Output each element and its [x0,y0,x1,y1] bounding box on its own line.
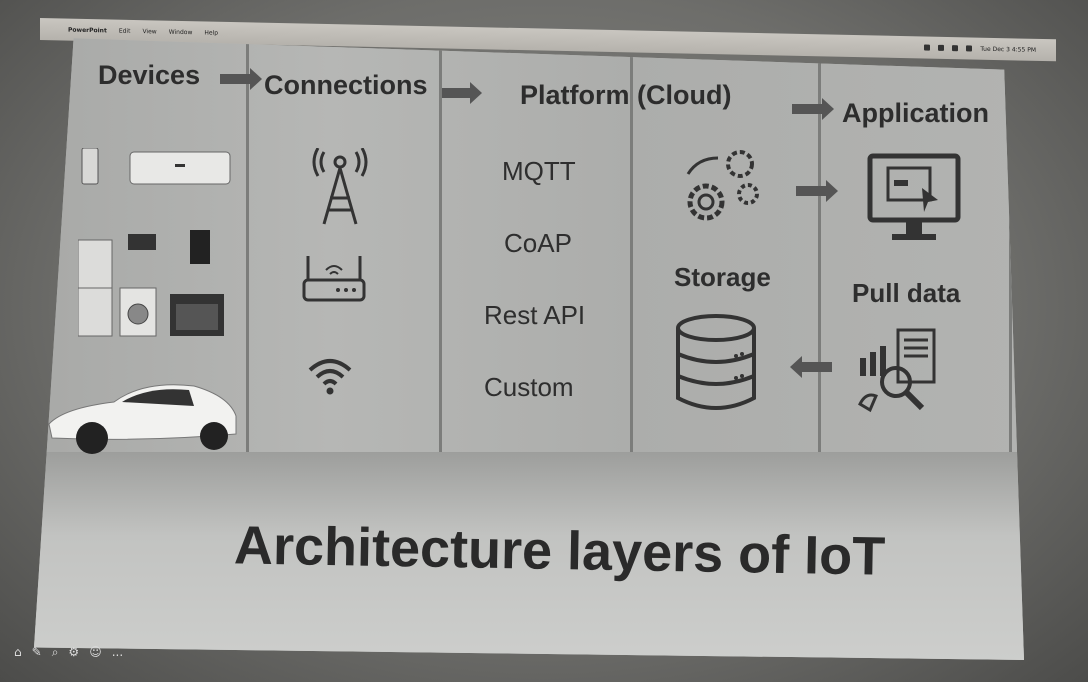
divider [1009,38,1012,452]
header-application: Application [842,98,989,128]
background-floor [34,452,1024,660]
home-icon[interactable]: ⌂ [14,645,22,659]
header-connections: Connections [264,70,428,100]
database-icon [676,314,756,410]
data-analysis-icon [858,328,936,413]
menu-help[interactable]: Help [204,28,219,37]
search-icon[interactable]: ⌕ [51,645,59,659]
protocol-mqtt: MQTT [502,156,576,186]
storage-label: Storage [674,262,771,292]
divider [818,38,821,452]
battery-icon[interactable] [966,45,973,52]
protocol-custom: Custom [484,372,574,402]
clock[interactable]: Tue Dec 3 4:55 PM [980,45,1036,54]
car-icon [48,384,237,454]
cell-tower-icon [312,148,368,225]
status-icon[interactable] [924,44,931,51]
tool-icon[interactable]: ✎ [31,645,42,659]
menu-window[interactable]: Window [168,28,193,36]
arrow-right-icon [442,82,482,104]
wifi-icon [308,359,352,395]
router-icon [302,256,366,302]
app-menu[interactable]: PowerPoint [68,26,107,34]
arrow-right-icon [792,98,834,120]
wifi-icon[interactable] [952,45,959,52]
arrow-right-icon [220,68,262,90]
gears-icon [686,150,759,221]
user-icon[interactable]: ☺ [89,645,102,659]
pull-data-label: Pull data [852,278,961,308]
menu-view[interactable]: View [142,27,157,35]
divider [246,38,249,452]
menu-edit[interactable]: Edit [118,27,131,35]
devices-appliances-icon [78,148,231,337]
slide-title: Architecture layers of IoT [233,515,886,587]
monitor-icon [867,153,961,240]
status-area: Tue Dec 3 4:55 PM [924,44,1036,53]
divider [630,38,633,452]
divider [439,38,442,452]
header-platform: Platform (Cloud) [520,80,732,110]
header-devices: Devices [98,60,201,90]
protocol-rest-api: Rest API [484,300,586,330]
arrow-right-icon [796,180,838,202]
arrow-left-icon [790,356,832,378]
slide: Devices Connections Platform (Cloud) App… [34,38,1024,660]
protocol-coap: CoAP [504,228,572,258]
settings-icon[interactable]: ⚙ [68,645,80,659]
taskbar: ⌂ ✎ ⌕ ⚙ ☺ ... [14,645,123,660]
status-icon[interactable] [938,44,945,51]
more-icon[interactable]: ... [111,645,124,659]
